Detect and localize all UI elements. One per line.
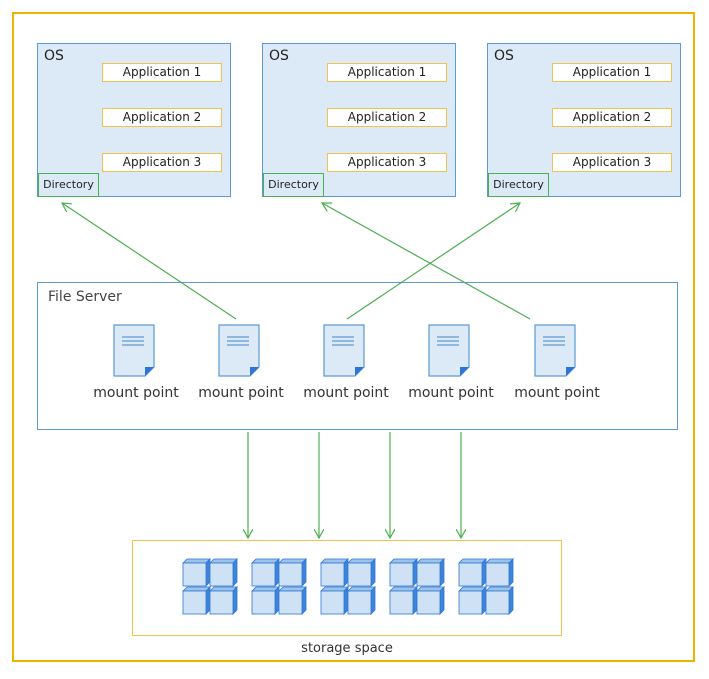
os-label: OS [494,48,514,64]
cube-icon [209,586,238,615]
application-box: Application 2 [102,108,222,127]
file-server-box: File Server mount point mount point m [37,282,678,430]
mount-point: mount point [86,323,186,413]
mount-point: mount point [401,323,501,413]
mount-point-label: mount point [303,385,389,401]
mount-point-label: mount point [408,385,494,401]
directory-box: Directory [263,173,324,197]
directory-box: Directory [38,173,99,197]
cube-icon [251,558,280,587]
mount-point-label: mount point [198,385,284,401]
cube-icon [458,558,487,587]
cube-icon [251,586,280,615]
cube-icon [416,558,445,587]
mount-point-label: mount point [93,385,179,401]
os-box-3: OS Application 1 Application 2 Applicati… [487,43,681,197]
application-box: Application 3 [327,153,447,172]
application-box: Application 2 [552,108,672,127]
cube-icon [320,586,349,615]
storage-space-label: storage space [301,641,393,656]
arrow [322,203,531,320]
mount-point: mount point [507,323,607,413]
cube-icon [278,586,307,615]
cube-icon [389,558,418,587]
mount-point: mount point [296,323,396,413]
os-box-1: OS Application 1 Application 2 Applicati… [37,43,231,197]
application-box: Application 1 [102,63,222,82]
os-box-2: OS Application 1 Application 2 Applicati… [262,43,456,197]
mount-point: mount point [191,323,291,413]
document-icon [428,324,470,377]
arrow [62,203,237,320]
cube-icon [278,558,307,587]
application-box: Application 3 [102,153,222,172]
document-icon [113,324,155,377]
cube-icon [209,558,238,587]
cube-icon [347,586,376,615]
cube-icon [416,586,445,615]
storage-space-box [132,540,562,636]
cube-icon [485,558,514,587]
document-icon [323,324,365,377]
os-label: OS [44,48,64,64]
application-box: Application 1 [327,63,447,82]
cube-icon [347,558,376,587]
outer-frame [12,12,695,662]
application-box: Application 1 [552,63,672,82]
storage-blocks [182,558,514,615]
cube-icon [389,586,418,615]
directory-box: Directory [488,173,549,197]
os-label: OS [269,48,289,64]
cube-icon [485,586,514,615]
document-icon [218,324,260,377]
application-box: Application 3 [552,153,672,172]
arrow [346,203,520,320]
mount-point-label: mount point [514,385,600,401]
document-icon [534,324,576,377]
file-server-label: File Server [48,289,122,305]
application-box: Application 2 [327,108,447,127]
